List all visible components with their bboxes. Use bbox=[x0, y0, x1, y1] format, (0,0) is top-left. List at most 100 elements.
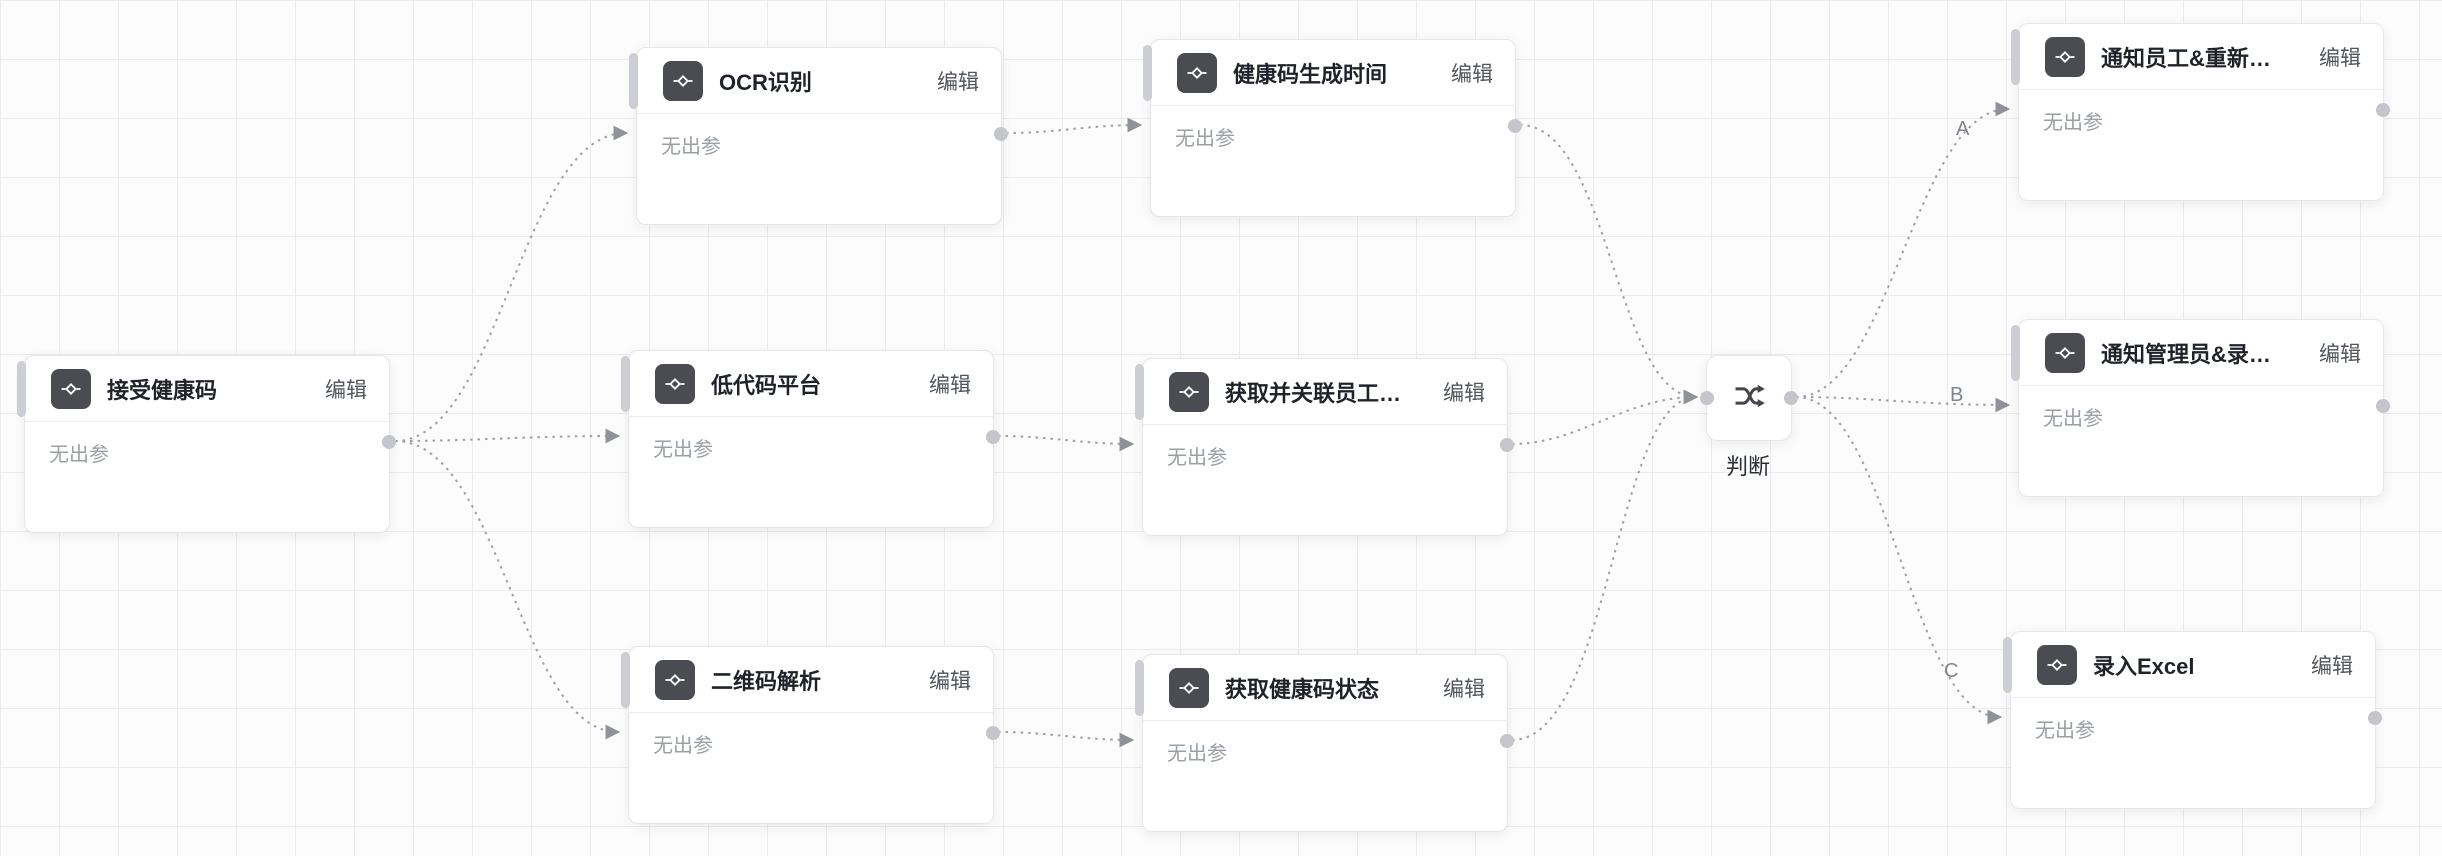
node-health-code-gen-time[interactable]: 健康码生成时间 编辑 无出参 bbox=[1143, 39, 1522, 217]
output-port[interactable] bbox=[1508, 119, 1522, 133]
edge-status-to-decision[interactable] bbox=[1511, 389, 1699, 741]
function-node-icon bbox=[655, 363, 695, 404]
output-port[interactable] bbox=[2376, 103, 2390, 117]
edge-linkemployee-to-decision[interactable] bbox=[1511, 389, 1699, 445]
no-output-label: 无出参 bbox=[653, 439, 713, 461]
node-get-health-code-status[interactable]: 获取健康码状态 编辑 无出参 bbox=[1135, 654, 1514, 832]
function-node-icon bbox=[2045, 332, 2085, 373]
output-port[interactable] bbox=[1500, 438, 1514, 452]
function-node-icon bbox=[2045, 36, 2085, 77]
output-port[interactable] bbox=[2376, 399, 2390, 413]
no-output-label: 无出参 bbox=[2043, 408, 2103, 430]
node-title: 健康码生成时间 bbox=[1233, 61, 1388, 87]
node-accent-bar bbox=[2011, 29, 2020, 85]
edge-accept-to-qrdecode[interactable] bbox=[394, 440, 621, 740]
edit-button[interactable]: 编辑 bbox=[2311, 654, 2353, 678]
output-port[interactable] bbox=[1784, 391, 1798, 405]
edit-button[interactable]: 编辑 bbox=[929, 669, 971, 693]
edge-label-b: B bbox=[1950, 384, 1964, 406]
node-body: 无出参 bbox=[2019, 90, 2383, 151]
output-port[interactable] bbox=[994, 127, 1008, 141]
node-notify-employee-resubmit[interactable]: 通知员工&重新… 编辑 无出参 bbox=[2011, 23, 2390, 201]
node-title: 通知员工&重新… bbox=[2101, 45, 2271, 71]
no-output-label: 无出参 bbox=[1167, 743, 1227, 765]
node-accent-bar bbox=[2003, 637, 2012, 693]
edit-button[interactable]: 编辑 bbox=[325, 378, 367, 402]
output-port[interactable] bbox=[2368, 711, 2382, 725]
node-accent-bar bbox=[1135, 364, 1144, 420]
node-accent-bar bbox=[621, 356, 630, 412]
edit-button[interactable]: 编辑 bbox=[1451, 62, 1493, 86]
node-decision[interactable] bbox=[1700, 355, 1798, 441]
no-output-label: 无出参 bbox=[1175, 128, 1235, 150]
node-body: 无出参 bbox=[25, 422, 389, 483]
node-title: OCR识别 bbox=[719, 69, 812, 95]
node-title: 获取并关联员工… bbox=[1225, 380, 1402, 406]
edit-button[interactable]: 编辑 bbox=[929, 373, 971, 397]
edit-button[interactable]: 编辑 bbox=[2319, 342, 2361, 366]
no-output-label: 无出参 bbox=[661, 136, 721, 158]
node-body: 无出参 bbox=[1151, 106, 1515, 167]
node-header: 通知员工&重新… 编辑 bbox=[2019, 24, 2383, 90]
node-title: 获取健康码状态 bbox=[1225, 676, 1380, 702]
edge-decision-to-notify-admin[interactable] bbox=[1795, 396, 2011, 413]
no-output-label: 无出参 bbox=[653, 735, 713, 757]
node-low-code-platform[interactable]: 低代码平台 编辑 无出参 bbox=[621, 350, 1000, 528]
node-accept-health-code[interactable]: 接受健康码 编辑 无出参 bbox=[17, 355, 396, 533]
edge-label-c: C bbox=[1944, 660, 1959, 682]
branch-icon bbox=[1730, 377, 1768, 420]
edge-qrdecode-to-status[interactable] bbox=[997, 731, 1135, 748]
node-header: 低代码平台 编辑 bbox=[629, 351, 993, 417]
edge-decision-to-excel[interactable] bbox=[1795, 396, 2003, 725]
node-header: 接受健康码 编辑 bbox=[25, 356, 389, 422]
node-title: 低代码平台 bbox=[711, 372, 822, 398]
output-port[interactable] bbox=[382, 435, 396, 449]
node-accent-bar bbox=[1135, 660, 1144, 716]
node-notify-admin-record[interactable]: 通知管理员&录… 编辑 无出参 bbox=[2011, 319, 2390, 497]
node-title: 通知管理员&录… bbox=[2101, 341, 2271, 367]
no-output-label: 无出参 bbox=[49, 444, 109, 466]
edge-accept-to-ocr[interactable] bbox=[394, 125, 629, 442]
node-body: 无出参 bbox=[637, 114, 1001, 175]
node-write-excel[interactable]: 录入Excel 编辑 无出参 bbox=[2003, 631, 2382, 809]
node-body: 无出参 bbox=[1143, 425, 1507, 486]
input-port[interactable] bbox=[1700, 391, 1714, 405]
edge-accept-to-lowcode[interactable] bbox=[394, 428, 621, 444]
edge-decision-to-notify-employee[interactable] bbox=[1795, 101, 2011, 398]
function-node-icon bbox=[2037, 644, 2077, 685]
edit-button[interactable]: 编辑 bbox=[1443, 381, 1485, 405]
node-accent-bar bbox=[17, 361, 26, 417]
edge-gentime-to-decision[interactable] bbox=[1519, 124, 1699, 405]
node-title: 接受健康码 bbox=[107, 377, 218, 403]
output-port[interactable] bbox=[1500, 734, 1514, 748]
node-header: 健康码生成时间 编辑 bbox=[1151, 40, 1515, 106]
function-node-icon bbox=[655, 659, 695, 700]
no-output-label: 无出参 bbox=[1167, 447, 1227, 469]
node-header: 通知管理员&录… 编辑 bbox=[2019, 320, 2383, 386]
edge-ocr-to-gentime[interactable] bbox=[1005, 117, 1143, 134]
node-header: 录入Excel 编辑 bbox=[2011, 632, 2375, 698]
output-port[interactable] bbox=[986, 726, 1000, 740]
node-ocr-recognition[interactable]: OCR识别 编辑 无出参 bbox=[629, 47, 1008, 225]
edit-button[interactable]: 编辑 bbox=[2319, 46, 2361, 70]
edge-lowcode-to-linkemployee[interactable] bbox=[997, 435, 1135, 452]
output-port[interactable] bbox=[986, 430, 1000, 444]
function-node-icon bbox=[1169, 667, 1209, 708]
node-body: 无出参 bbox=[2011, 698, 2375, 759]
decision-label: 判断 bbox=[1725, 454, 1770, 479]
node-header: 二维码解析 编辑 bbox=[629, 647, 993, 713]
node-accent-bar bbox=[1143, 45, 1152, 101]
edge-label-a: A bbox=[1956, 118, 1970, 140]
edit-button[interactable]: 编辑 bbox=[1443, 677, 1485, 701]
node-qr-code-decode[interactable]: 二维码解析 编辑 无出参 bbox=[621, 646, 1000, 824]
edit-button[interactable]: 编辑 bbox=[937, 70, 979, 94]
node-title: 录入Excel bbox=[2093, 653, 2195, 679]
node-body: 无出参 bbox=[2019, 386, 2383, 447]
node-get-and-link-employee[interactable]: 获取并关联员工… 编辑 无出参 bbox=[1135, 358, 1514, 536]
function-node-icon bbox=[1177, 52, 1217, 93]
function-node-icon bbox=[663, 60, 703, 101]
function-node-icon bbox=[51, 368, 91, 409]
node-accent-bar bbox=[621, 652, 630, 708]
node-accent-bar bbox=[2011, 325, 2020, 381]
